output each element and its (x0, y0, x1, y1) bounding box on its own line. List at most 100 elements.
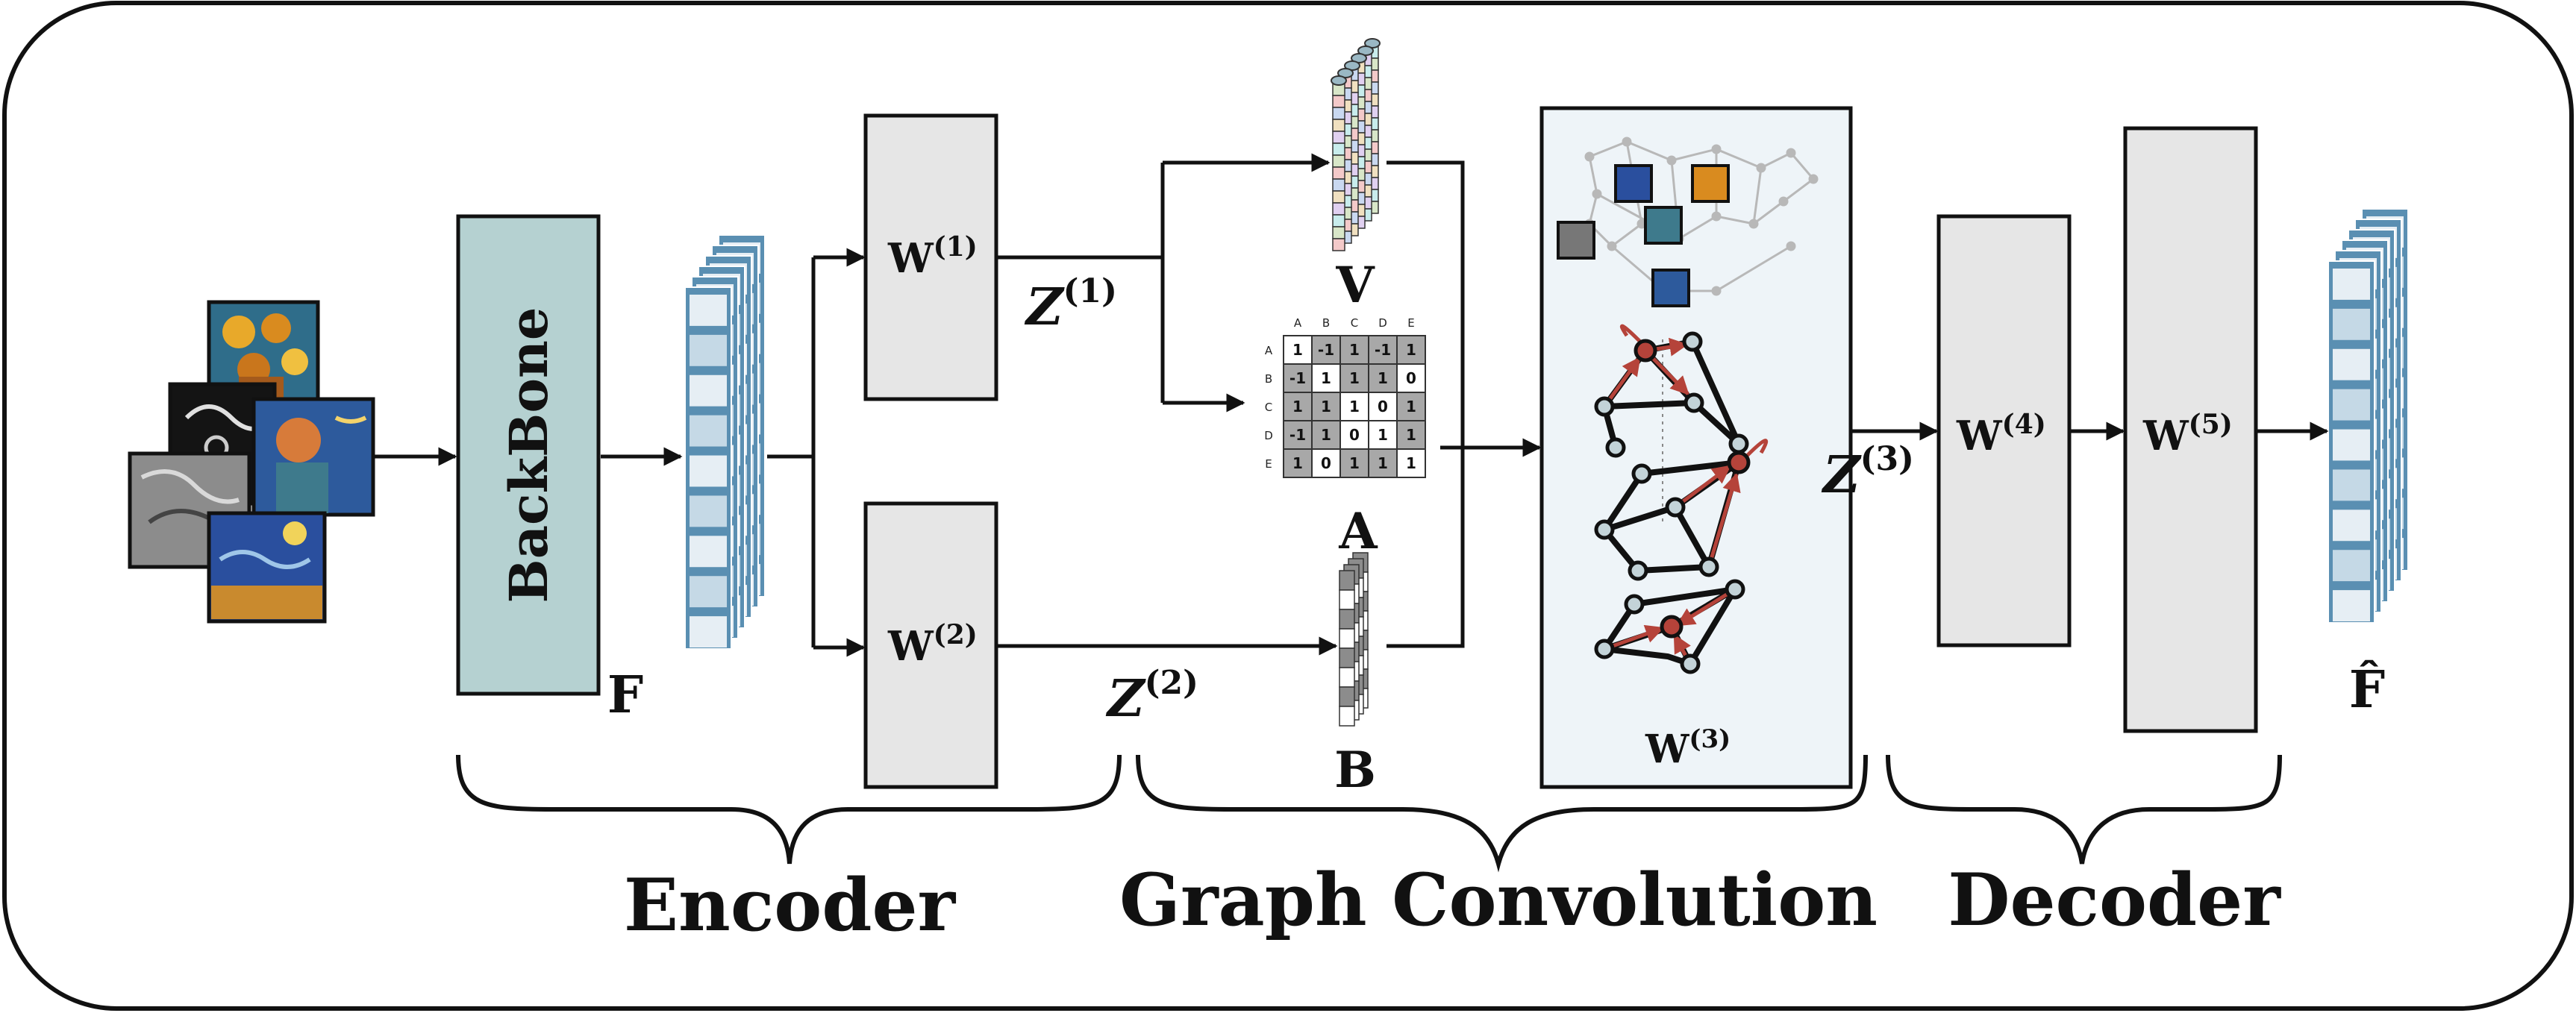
matrix-cell-value: 1 (1378, 369, 1388, 387)
matrix-cell (1396, 363, 1426, 393)
painting-starry-night-icon (207, 511, 327, 624)
matrix-cell (1396, 392, 1426, 421)
w2-label: W(2) (887, 619, 978, 670)
matrix-cell (1396, 448, 1426, 478)
encoder-section-label: Encoder (624, 863, 957, 947)
matrix-col-header: C (1351, 316, 1358, 330)
matrix-cell-value: 0 (1378, 398, 1388, 415)
matrix-cell-value: 0 (1321, 454, 1331, 472)
matrix-row-header: D (1264, 429, 1273, 442)
feature-map-stack-icon (684, 234, 766, 650)
matrix-row-header: C (1265, 401, 1272, 414)
v-label: V (1335, 256, 1375, 314)
matrix-row-header: B (1265, 372, 1272, 386)
z2-label: Z(2) (1105, 664, 1198, 729)
decoder-section-label: Decoder (1948, 858, 2281, 942)
matrix-cell (1368, 448, 1398, 478)
matrix-cell-value: -1 (1289, 369, 1306, 387)
a-label: A (1338, 502, 1378, 560)
b-cell (1339, 609, 1355, 630)
feature-map-cell (690, 374, 727, 407)
matrix-cell (1283, 335, 1313, 365)
feature-map-cell (690, 576, 727, 608)
vector-cell (1332, 190, 1345, 204)
backbone-box (456, 214, 601, 696)
w2-box (863, 501, 998, 789)
matrix-col-header: E (1407, 316, 1414, 330)
matrix-cell-value: 1 (1321, 369, 1331, 387)
vector-head-icon (1331, 75, 1347, 86)
matrix-cell-value: 1 (1292, 454, 1303, 472)
feature-map-cell (2333, 389, 2370, 421)
section-braces (456, 754, 2282, 873)
matrix-cell (1368, 335, 1398, 365)
matrix-row-header: A (1265, 344, 1273, 357)
vector-cell (1332, 226, 1345, 239)
feature-map-cell (2333, 308, 2370, 340)
matrix-cell-value: 1 (1406, 398, 1416, 415)
matrix-cell-value: 1 (1292, 398, 1303, 415)
b-cell (1339, 589, 1355, 610)
w1-label: W(1) (887, 231, 978, 282)
input-images (128, 300, 375, 624)
matrix-col-header: D (1378, 316, 1387, 330)
matrix-cell-value: 1 (1321, 398, 1331, 415)
graph-conv-panel (1539, 106, 1853, 789)
matrix-cell-value: 1 (1406, 426, 1416, 444)
feature-map-cell (2333, 550, 2370, 582)
feature-map-cell (690, 455, 727, 487)
matrix-row-header: E (1265, 457, 1272, 471)
feature-map-cell (2333, 590, 2370, 621)
output-label: F̂ (2349, 660, 2385, 720)
b-vector-icon (1339, 552, 1369, 727)
vector-cell (1332, 238, 1345, 251)
w1-box (863, 113, 998, 401)
z1-label: Z(1) (1024, 272, 1117, 337)
painting-sunflowers-icon (207, 300, 320, 409)
vector-cell (1332, 131, 1345, 144)
backbone-label: BackBone (498, 307, 560, 603)
feature-map-cell (690, 536, 727, 568)
matrix-cell (1311, 363, 1341, 393)
b-cell (1339, 667, 1355, 688)
matrix-cell (1311, 448, 1341, 478)
b-cell (1339, 706, 1355, 727)
flow-arrows (372, 153, 2329, 657)
z3-label: Z(3) (1821, 440, 1914, 505)
matrix-cell-value: 1 (1378, 426, 1388, 444)
w4-box (1936, 214, 2072, 647)
feature-map-cell (2333, 269, 2370, 300)
graph-convolution-section-label: Graph Convolution (1119, 858, 1878, 942)
feature-map-cell (690, 295, 727, 326)
matrix-cell-value: 0 (1349, 426, 1360, 444)
b-cell (1339, 647, 1355, 668)
matrix-cell-value: -1 (1318, 341, 1334, 359)
matrix-cell-value: 1 (1406, 454, 1416, 472)
matrix-cell (1339, 335, 1369, 365)
w4-label: W(4) (1956, 409, 2046, 460)
w5-label: W(5) (2142, 409, 2233, 460)
matrix-cell-value: 1 (1349, 454, 1360, 472)
painting-portrait-icon (251, 397, 375, 517)
matrix-cell-value: 0 (1406, 369, 1416, 387)
vector-cell (1332, 154, 1345, 168)
matrix-cell (1311, 392, 1341, 421)
matrix-col-header: B (1322, 316, 1330, 330)
b-label: B (1334, 741, 1376, 799)
feature-map-cell (690, 495, 727, 527)
w3-label: W(3) (1645, 724, 1731, 772)
matrix-cell-value: 1 (1349, 369, 1360, 387)
matrix-cell (1283, 392, 1313, 421)
w5-box (2123, 126, 2258, 733)
vector-cell (1332, 202, 1345, 216)
node-feature-stack-icon (1331, 38, 1381, 251)
matrix-cell (1283, 448, 1313, 478)
feature-map-cell (690, 415, 727, 447)
b-cell (1339, 686, 1355, 707)
graph-network-icon (1557, 137, 1819, 674)
vector-cell (1332, 166, 1345, 180)
feature-map-cell (690, 616, 727, 647)
